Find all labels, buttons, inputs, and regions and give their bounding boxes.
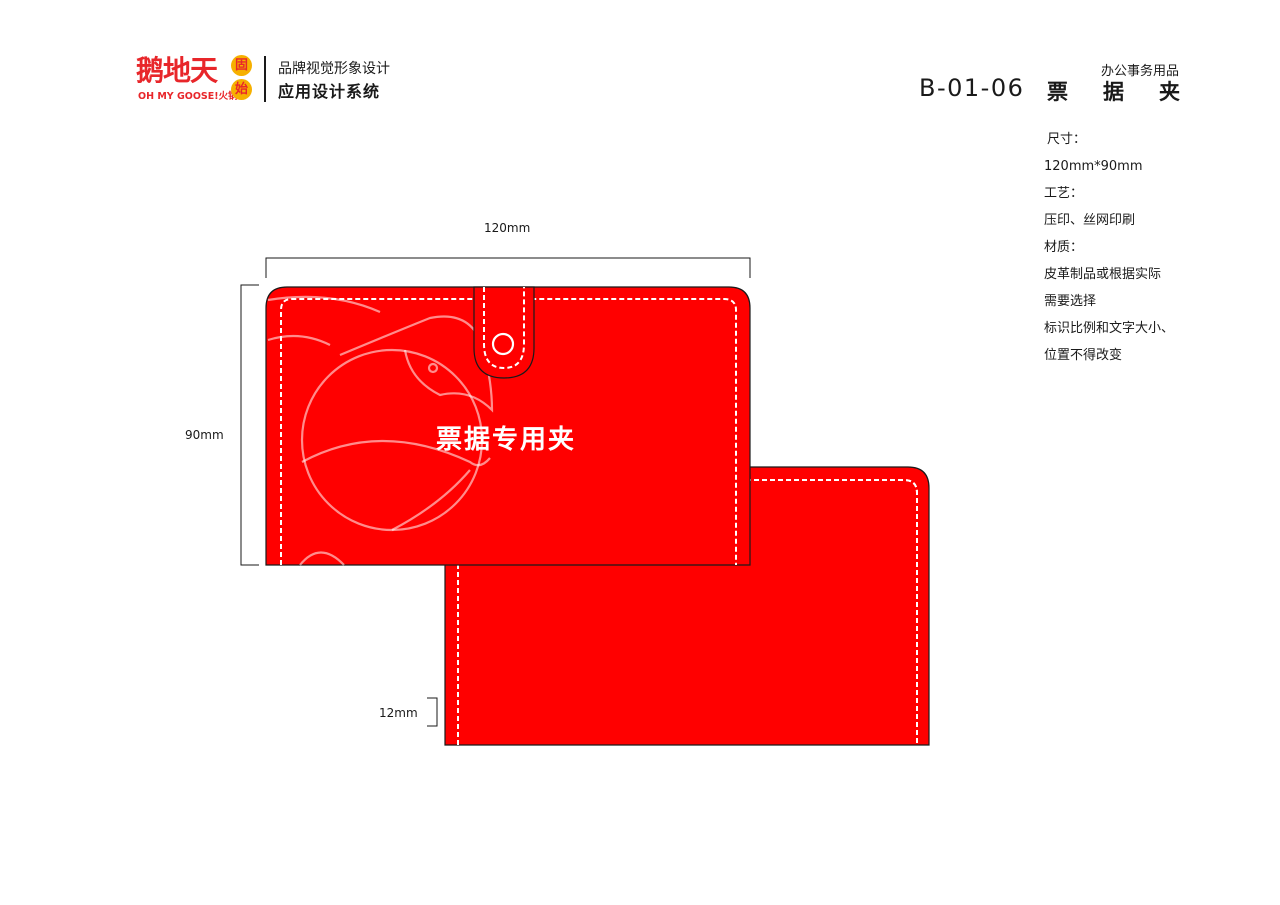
category-label: 办公事务用品	[1100, 64, 1179, 79]
spec-panel: 尺寸： 120mm*90mm 工艺： 压印、丝网印刷 材质： 皮革制品或根据实际…	[1044, 128, 1244, 371]
spec-note-line2: 位置不得改变	[1044, 348, 1123, 363]
dimension-flap-label: 12mm	[379, 706, 418, 720]
page-title: 票据夹	[1047, 79, 1215, 104]
spec-material-line2: 需要选择	[1044, 294, 1097, 309]
brand-logo: 鹅地天 OH MY GOOSE!火锅 固 始	[134, 52, 254, 104]
folder-title: 票据专用夹	[436, 425, 577, 455]
header-divider	[264, 56, 266, 102]
dimension-lines	[240, 257, 751, 727]
spec-material-line1: 皮革制品或根据实际	[1044, 267, 1162, 282]
logo-badge-top: 固	[231, 55, 252, 76]
brand-system-title: 应用设计系统	[278, 82, 381, 101]
brand-subtitle: 品牌视觉形象设计	[278, 61, 390, 77]
logo-tagline: OH MY GOOSE!火锅	[138, 91, 238, 102]
spec-size-label: 尺寸：	[1047, 132, 1087, 147]
snap-button-icon	[491, 332, 515, 356]
spec-size-value: 120mm*90mm	[1044, 159, 1143, 174]
spec-process-value: 压印、丝网印刷	[1044, 213, 1136, 228]
spec-note-line1: 标识比例和文字大小、	[1044, 321, 1175, 336]
dimension-width-label: 120mm	[484, 221, 531, 235]
folder-snap-strap	[473, 286, 535, 379]
dimension-height-label: 90mm	[185, 428, 224, 442]
spec-material-label: 材质：	[1044, 240, 1084, 255]
logo-wordmark: 鹅地天	[136, 54, 218, 87]
spec-process-label: 工艺：	[1044, 186, 1084, 201]
logo-badge-bottom: 始	[231, 79, 252, 100]
page-code: B-01-06	[919, 74, 1025, 102]
